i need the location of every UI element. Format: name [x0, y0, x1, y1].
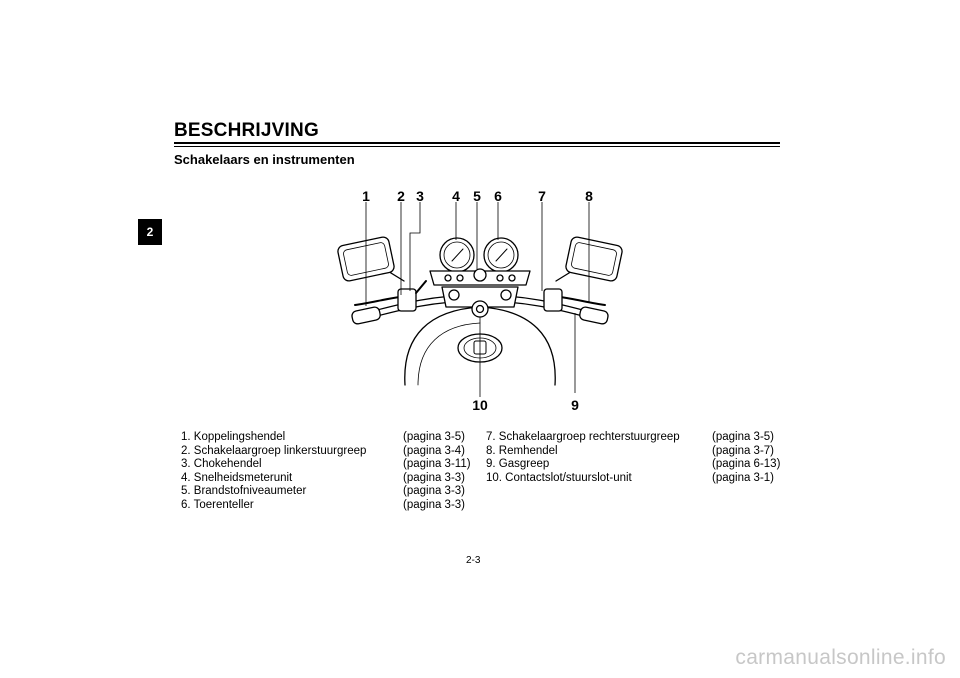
legend-label: 8. Remhendel	[486, 444, 558, 457]
legend-label: 5. Brandstofniveaumeter	[181, 485, 307, 498]
title-rule-thin	[174, 146, 780, 147]
clutch-lever	[354, 296, 401, 306]
title-rule-thick	[174, 142, 780, 144]
legend-page-ref: (pagina 6-13)	[712, 458, 781, 471]
callout-9: 9	[571, 397, 579, 413]
legend-page-ref: (pagina 3-5)	[403, 431, 466, 443]
legend-label: 1. Koppelingshendel	[181, 431, 286, 443]
callout-8: 8	[585, 188, 593, 204]
legend-right: 7. Schakelaargroep rechterstuurgreep (pa…	[486, 431, 780, 485]
callout-3: 3	[416, 188, 424, 204]
legend-item: 8. Remhendel (pagina 3-7)	[486, 445, 780, 459]
fuel-gauge	[473, 268, 487, 282]
legend-label: 4. Snelheidsmeterunit	[181, 471, 293, 484]
left-switch-housing	[397, 288, 417, 312]
legend-page-ref: (pagina 3-11)	[403, 458, 471, 471]
legend-label: 6. Toerenteller	[181, 498, 254, 511]
fuel-tank-inner	[417, 322, 481, 386]
watermark: carmanualsonline.info	[735, 646, 946, 669]
legend-page-ref: (pagina 3-5)	[712, 431, 775, 443]
callout-7: 7	[538, 188, 546, 204]
legend-label: 2. Schakelaargroep linkerstuurgreep	[181, 444, 367, 457]
callout-10: 10	[472, 397, 488, 413]
legend-item: 1. Koppelingshendel (pagina 3-5)	[181, 431, 471, 445]
legend-item: 7. Schakelaargroep rechterstuurgreep (pa…	[486, 431, 780, 445]
legend-page-ref: (pagina 3-3)	[403, 498, 466, 511]
legend-page-ref: (pagina 3-4)	[403, 444, 466, 457]
callout-5: 5	[473, 188, 481, 204]
legend-page-ref: (pagina 3-7)	[712, 444, 775, 457]
legend-page-ref: (pagina 3-1)	[712, 471, 775, 484]
right-switch-housing	[543, 288, 563, 312]
brake-lever	[559, 296, 606, 306]
legend-item: 6. Toerenteller (pagina 3-3)	[181, 499, 471, 513]
callout-6: 6	[494, 188, 502, 204]
legend-item: 10. Contactslot/stuurslot-unit (pagina 3…	[486, 472, 780, 486]
legend-left: 1. Koppelingshendel (pagina 3-5) 2. Scha…	[181, 431, 471, 513]
section-title: Schakelaars en instrumenten	[174, 152, 355, 167]
legend-label: 7. Schakelaargroep rechterstuurgreep	[486, 431, 680, 443]
page-number: 2-3	[466, 555, 481, 566]
legend-item: 5. Brandstofniveaumeter (pagina 3-3)	[181, 485, 471, 499]
callout-2: 2	[397, 188, 405, 204]
ignition-switch	[471, 300, 489, 318]
legend-item: 9. Gasgreep (pagina 6-13)	[486, 458, 780, 472]
legend-label: 9. Gasgreep	[486, 458, 550, 471]
legend-page-ref: (pagina 3-3)	[403, 471, 466, 484]
callout-1: 1	[362, 188, 370, 204]
left-grip	[351, 306, 381, 325]
legend-item: 3. Chokehendel (pagina 3-11)	[181, 458, 471, 472]
legend-page-ref: (pagina 3-3)	[403, 485, 466, 498]
handlebar-diagram: 1 2 3 4 5 6 7 8 9 10	[337, 188, 623, 413]
chapter-title: BESCHRIJVING	[174, 120, 319, 141]
chapter-tab: 2	[138, 219, 162, 245]
legend-label: 3. Chokehendel	[181, 458, 262, 471]
right-mirror	[565, 236, 623, 282]
right-grip	[579, 306, 609, 325]
legend-item: 4. Snelheidsmeterunit (pagina 3-3)	[181, 472, 471, 486]
legend-item: 2. Schakelaargroep linkerstuurgreep (pag…	[181, 445, 471, 459]
legend-label: 10. Contactslot/stuurslot-unit	[486, 471, 632, 484]
callout-4: 4	[452, 188, 460, 204]
